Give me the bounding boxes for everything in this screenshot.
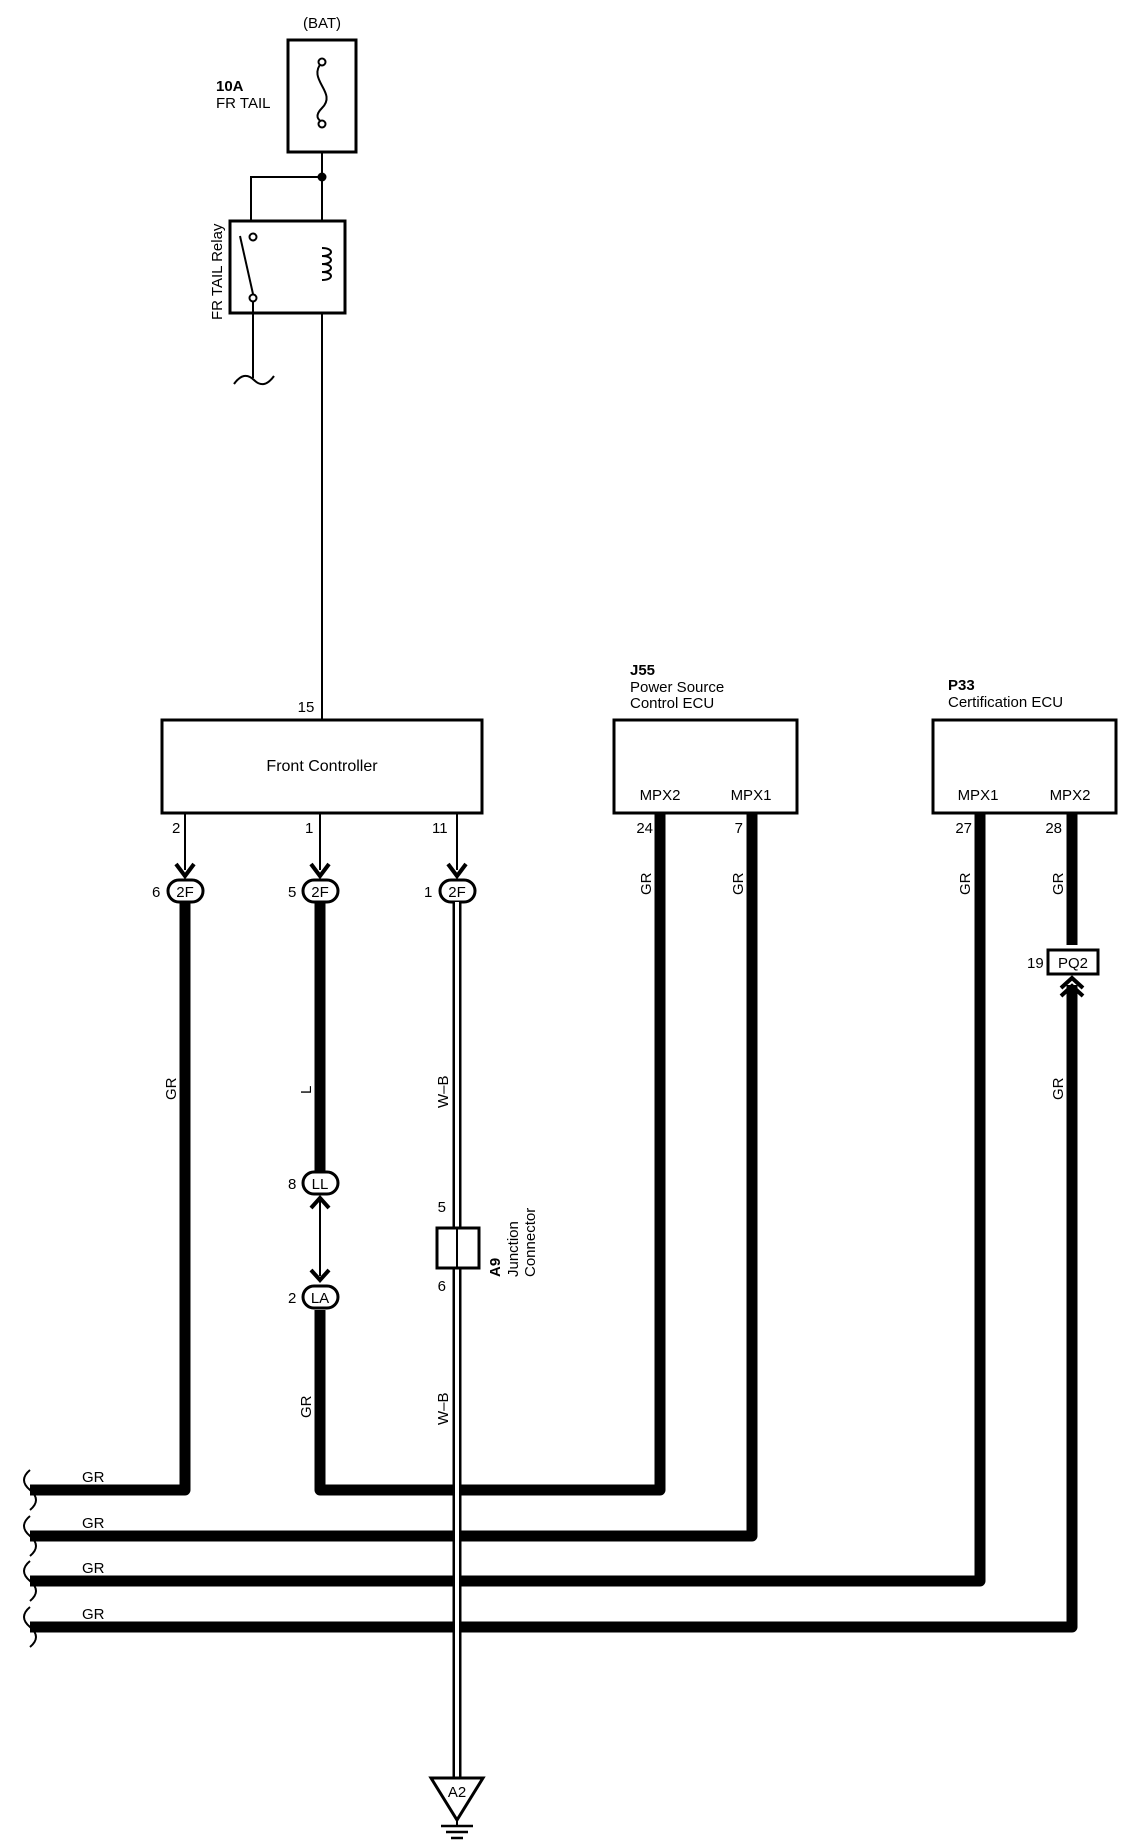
- arrow-icon: [309, 862, 331, 880]
- svg-text:2F: 2F: [311, 884, 329, 901]
- arrow-icon: [174, 862, 196, 880]
- connector-la-pin: 2: [288, 1290, 296, 1307]
- j55-term1: MPX2: [640, 787, 681, 804]
- p33-code: P33: [948, 677, 975, 694]
- j55-pin2: 7: [735, 820, 743, 837]
- bus3-continue-icon: [23, 1560, 37, 1602]
- relay-switch-icon: [239, 232, 258, 303]
- wire-color-w7: GR: [1050, 872, 1067, 895]
- svg-text:LL: LL: [312, 1176, 329, 1193]
- connector-pq2-label: PQ2: [1058, 955, 1088, 972]
- wire-color-w9: GR: [298, 1395, 315, 1418]
- fc-pin-a: 2: [172, 820, 180, 837]
- wire-color-w5: GR: [730, 872, 747, 895]
- wire-color-w10: W–B: [435, 1392, 452, 1425]
- fuse-box: [286, 38, 358, 154]
- connector-la: LA: [301, 1284, 340, 1310]
- front-controller-name: Front Controller: [266, 758, 378, 775]
- j55-line2: Control ECU: [630, 695, 714, 712]
- wire-color-w3: W–B: [435, 1075, 452, 1108]
- ground-label: A2: [448, 1784, 466, 1801]
- front-controller-box: [160, 718, 484, 815]
- j55-pin1: 24: [636, 820, 653, 837]
- fc-pin-b: 1: [305, 820, 313, 837]
- p33-name: Certification ECU: [948, 694, 1063, 711]
- connector-ll: LL: [301, 1170, 340, 1196]
- bus1-continue-icon: [23, 1469, 37, 1511]
- wire-gr-j55-mpx1-bus2: [30, 813, 758, 1542]
- arrow-icon: [309, 1195, 331, 1210]
- p33-term1: MPX1: [958, 787, 999, 804]
- p33-box: [931, 718, 1118, 815]
- wire-color-w1: GR: [163, 1077, 180, 1100]
- bus4-color: GR: [82, 1606, 105, 1623]
- connector-2f-b: 2F: [301, 878, 340, 904]
- p33-pin2: 28: [1045, 820, 1062, 837]
- wire-continue-icon: [233, 374, 275, 386]
- p33-pin1: 27: [955, 820, 972, 837]
- wire-color-w4: GR: [638, 872, 655, 895]
- fuse-name: FR TAIL: [216, 95, 270, 112]
- connector-2f-b-pin: 5: [288, 884, 296, 901]
- arrow-icon: [309, 1268, 331, 1283]
- arrow-icon: [446, 862, 468, 880]
- connector-2f-a: 2F: [166, 878, 205, 904]
- bus4-continue-icon: [23, 1606, 37, 1648]
- wire-relay-feed: [250, 176, 322, 237]
- connector-pq2: [1046, 948, 1100, 976]
- wire-color-w2: L: [298, 1086, 315, 1094]
- wire-gr-la-j55-mpx2: [314, 813, 666, 1496]
- connector-2f-a-pin: 6: [152, 884, 160, 901]
- bus3-color: GR: [82, 1560, 105, 1577]
- wire-gr-p33-mpx1-bus3: [30, 813, 986, 1587]
- bus2-color: GR: [82, 1515, 105, 1532]
- wire-color-w8: GR: [1050, 1077, 1067, 1100]
- fc-pin-c: 11: [432, 820, 448, 837]
- wire-gr-2f-a-bus1: [30, 902, 191, 1496]
- wire-gr-pq2-bus4: [30, 985, 1078, 1633]
- junction-pin-in: 5: [438, 1199, 446, 1216]
- junction-line2: Connector: [522, 1208, 539, 1277]
- bus1-color: GR: [82, 1469, 105, 1486]
- double-arrow-icon: [1059, 975, 1085, 998]
- fuse-rating: 10A: [216, 78, 244, 95]
- fuse-icon: [316, 57, 328, 129]
- p33-term2: MPX2: [1050, 787, 1091, 804]
- j55-box: [612, 718, 799, 815]
- wire-color-w6: GR: [957, 872, 974, 895]
- ground-icon: [428, 1776, 486, 1840]
- relay-name: FR TAIL Relay: [209, 223, 226, 320]
- connector-pq2-pin: 19: [1027, 955, 1044, 972]
- j55-line1: Power Source: [630, 679, 724, 696]
- relay-coil-icon: [321, 247, 332, 281]
- fuse-source-label: (BAT): [303, 15, 341, 32]
- junction-code: A9: [487, 1258, 504, 1277]
- svg-text:2F: 2F: [448, 884, 466, 901]
- connector-2f-c: 2F: [438, 878, 477, 904]
- svg-text:2F: 2F: [176, 884, 194, 901]
- connector-ll-pin: 8: [288, 1176, 296, 1193]
- connector-2f-c-pin: 1: [424, 884, 432, 901]
- svg-text:LA: LA: [311, 1290, 329, 1307]
- bus2-continue-icon: [23, 1515, 37, 1557]
- j55-term2: MPX1: [731, 787, 772, 804]
- junction-pin-out: 6: [438, 1278, 446, 1295]
- junction-line1: Junction: [505, 1221, 522, 1277]
- j55-code: J55: [630, 662, 655, 679]
- fc-pin-top: 15: [298, 699, 315, 716]
